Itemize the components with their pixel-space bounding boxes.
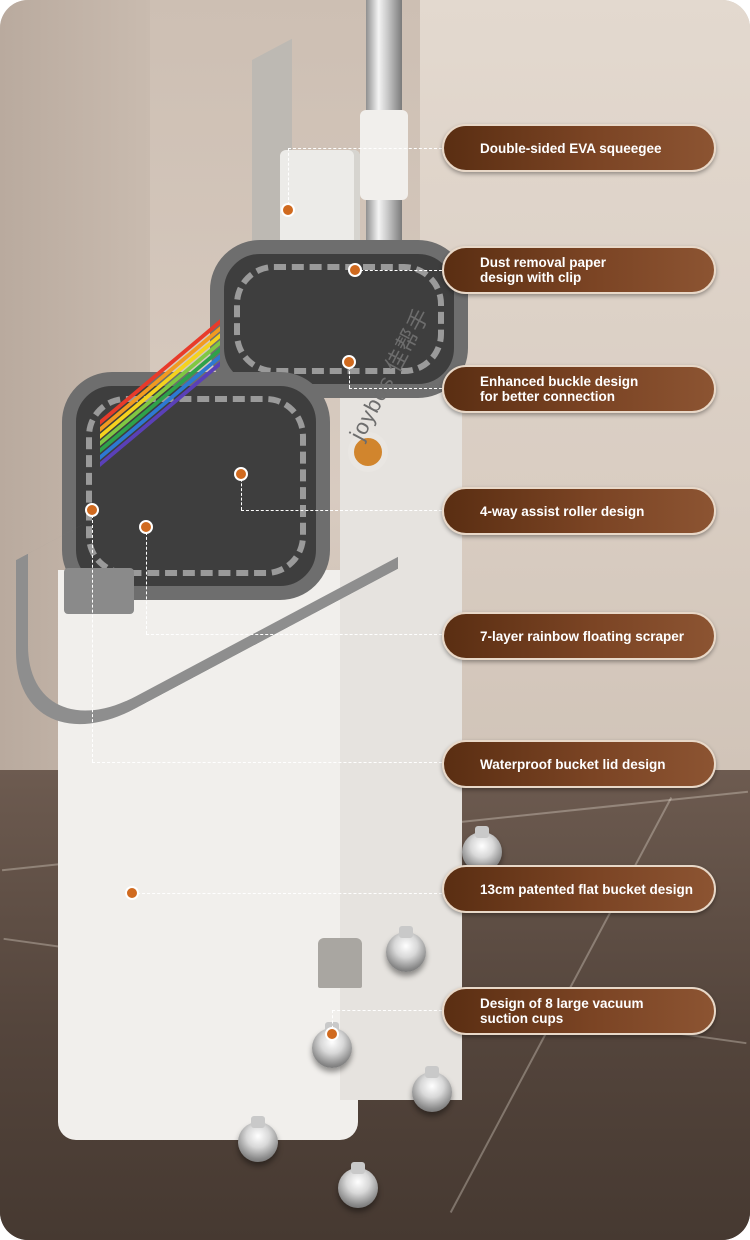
callout-line	[241, 474, 242, 510]
feature-label-suction-cups: Design of 8 large vacuum suction cups	[442, 987, 716, 1035]
callout-line	[288, 148, 442, 149]
callout-line	[92, 762, 442, 763]
callout-line	[349, 388, 442, 389]
callout-line	[288, 148, 289, 210]
callout-line	[355, 270, 442, 271]
suction-cup	[412, 1066, 452, 1112]
wash-basket-rear	[210, 240, 468, 398]
feature-label-buckle: Enhanced buckle design for better connec…	[442, 365, 716, 413]
callout-marker	[234, 467, 248, 481]
callout-line	[146, 634, 442, 635]
callout-line	[349, 362, 350, 388]
feature-label-flat-bucket: 13cm patented flat bucket design	[442, 865, 716, 913]
mop-handle-grip	[360, 110, 408, 200]
callout-marker	[125, 886, 139, 900]
bucket-body	[58, 570, 358, 1140]
callout-line	[332, 1010, 333, 1034]
feature-label-roller: 4-way assist roller design	[442, 487, 716, 535]
wall-hook	[318, 938, 362, 988]
callout-line	[241, 510, 442, 511]
callout-marker	[281, 203, 295, 217]
callout-marker	[348, 263, 362, 277]
callout-line	[146, 527, 147, 634]
callout-marker	[139, 520, 153, 534]
feature-label-bucket-lid: Waterproof bucket lid design	[442, 740, 716, 788]
callout-marker	[342, 355, 356, 369]
suction-cup	[238, 1116, 278, 1162]
callout-line	[332, 1010, 442, 1011]
feature-label-dust-paper-clip: Dust removal paper design with clip	[442, 246, 716, 294]
feature-label-rainbow-scraper: 7-layer rainbow floating scraper	[442, 612, 716, 660]
callout-line	[132, 893, 442, 894]
feature-label-squeegee: Double-sided EVA squeegee	[442, 124, 716, 172]
bucket-lid-tab	[64, 568, 134, 614]
handle-pivot-knob	[348, 432, 388, 472]
suction-cup	[338, 1162, 378, 1208]
callout-marker	[325, 1027, 339, 1041]
callout-line	[92, 510, 93, 762]
callout-marker	[85, 503, 99, 517]
suction-cup	[386, 926, 426, 972]
